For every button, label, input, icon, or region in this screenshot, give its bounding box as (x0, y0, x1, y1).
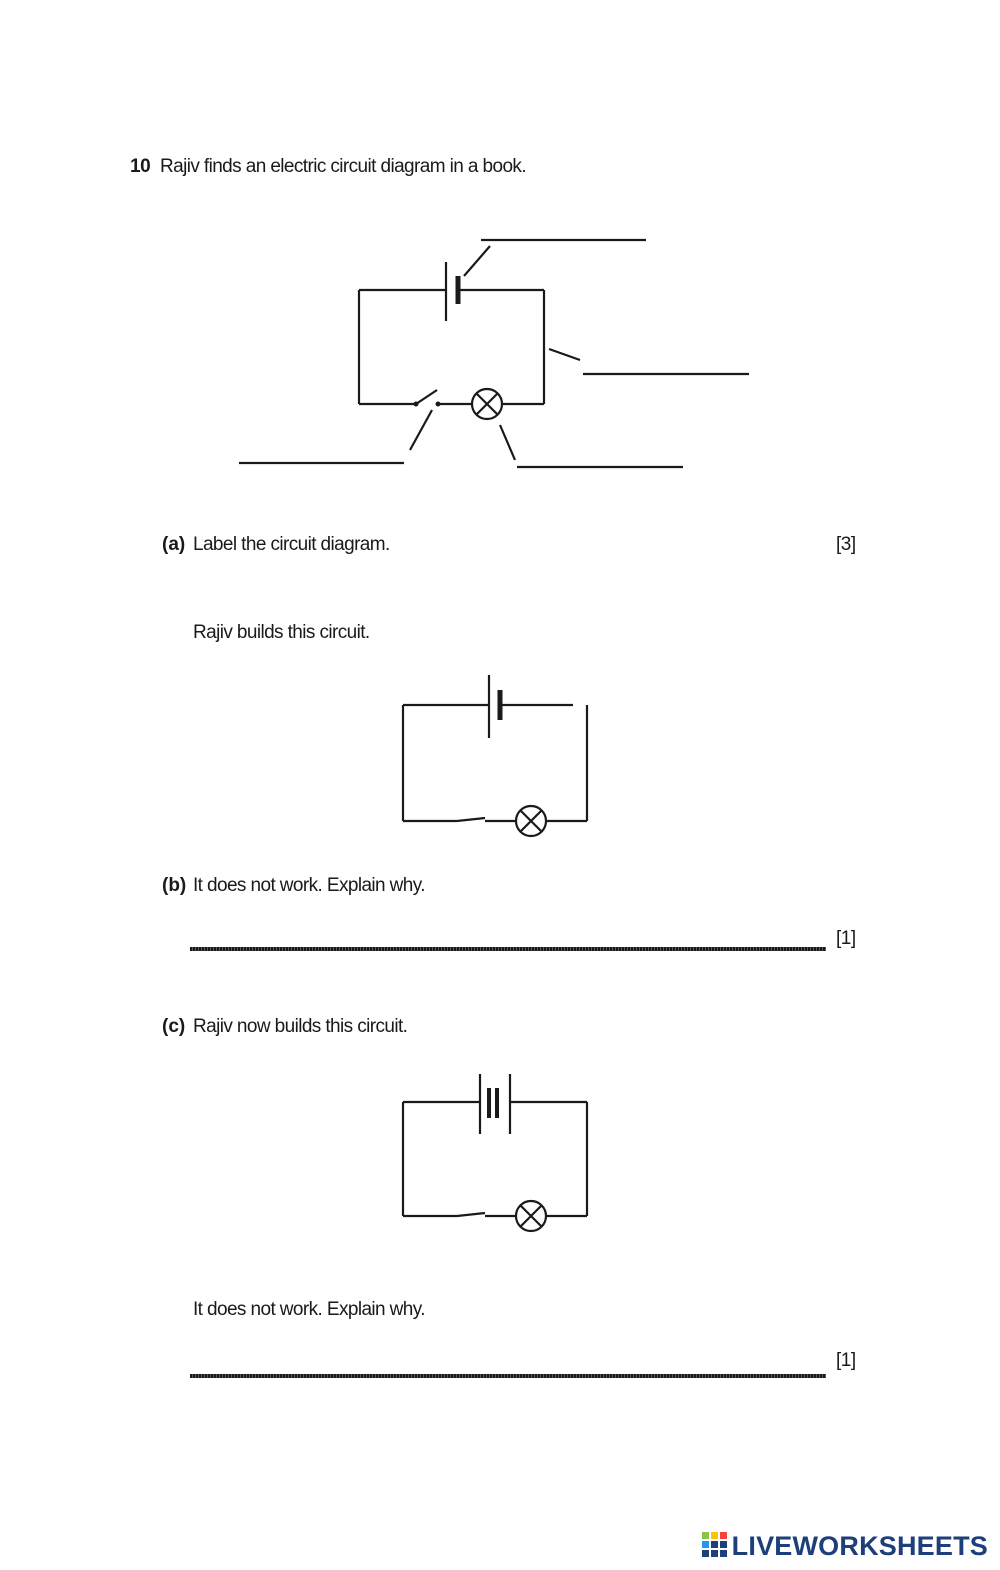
part-c-label: (c) (162, 1016, 186, 1037)
part-b-label: (b) (162, 875, 187, 896)
part-a-text: Label the circuit diagram. (193, 534, 390, 555)
label-blank-wire[interactable] (585, 348, 753, 372)
part-a-label: (a) (162, 534, 186, 555)
question-text: Rajiv finds an electric circuit diagram … (160, 156, 527, 177)
brand-name: LIVEWORKSHEETS (731, 1531, 988, 1561)
label-blank-lamp[interactable] (519, 441, 687, 465)
answer-line-b (190, 947, 826, 951)
part-c-followup: It does not work. Explain why. (193, 1299, 426, 1320)
brand-footer: LIVEWORKSHEETS (701, 1531, 988, 1562)
part-b-text: It does not work. Explain why. (193, 875, 426, 896)
leader-line-wire (548, 347, 581, 362)
liveworksheets-logo-icon (701, 1531, 727, 1557)
leader-line-switch (409, 409, 433, 451)
label-blank-switch[interactable] (241, 437, 409, 461)
part-b-marks: [1] (836, 928, 856, 949)
circuit-diagram-3 (401, 1074, 589, 1233)
label-blank-cell[interactable] (483, 214, 651, 238)
intro-b-text: Rajiv builds this circuit. (193, 622, 370, 643)
circuit-diagram-1 (239, 238, 749, 469)
leader-line-lamp (498, 424, 517, 461)
answer-field-c[interactable] (192, 1345, 830, 1371)
answer-line-c (190, 1374, 826, 1378)
leader-line-cell (463, 245, 491, 277)
switch-lever (415, 389, 438, 405)
lamp-icon (470, 387, 504, 421)
answer-field-b[interactable] (192, 918, 830, 944)
question-number: 10 (130, 156, 151, 177)
lamp-icon (514, 1199, 548, 1233)
lamp-icon (514, 804, 548, 838)
part-c-text: Rajiv now builds this circuit. (193, 1016, 408, 1037)
circuit-diagram-2 (401, 675, 589, 838)
part-c-marks: [1] (836, 1350, 856, 1371)
part-a-marks: [3] (836, 534, 856, 555)
